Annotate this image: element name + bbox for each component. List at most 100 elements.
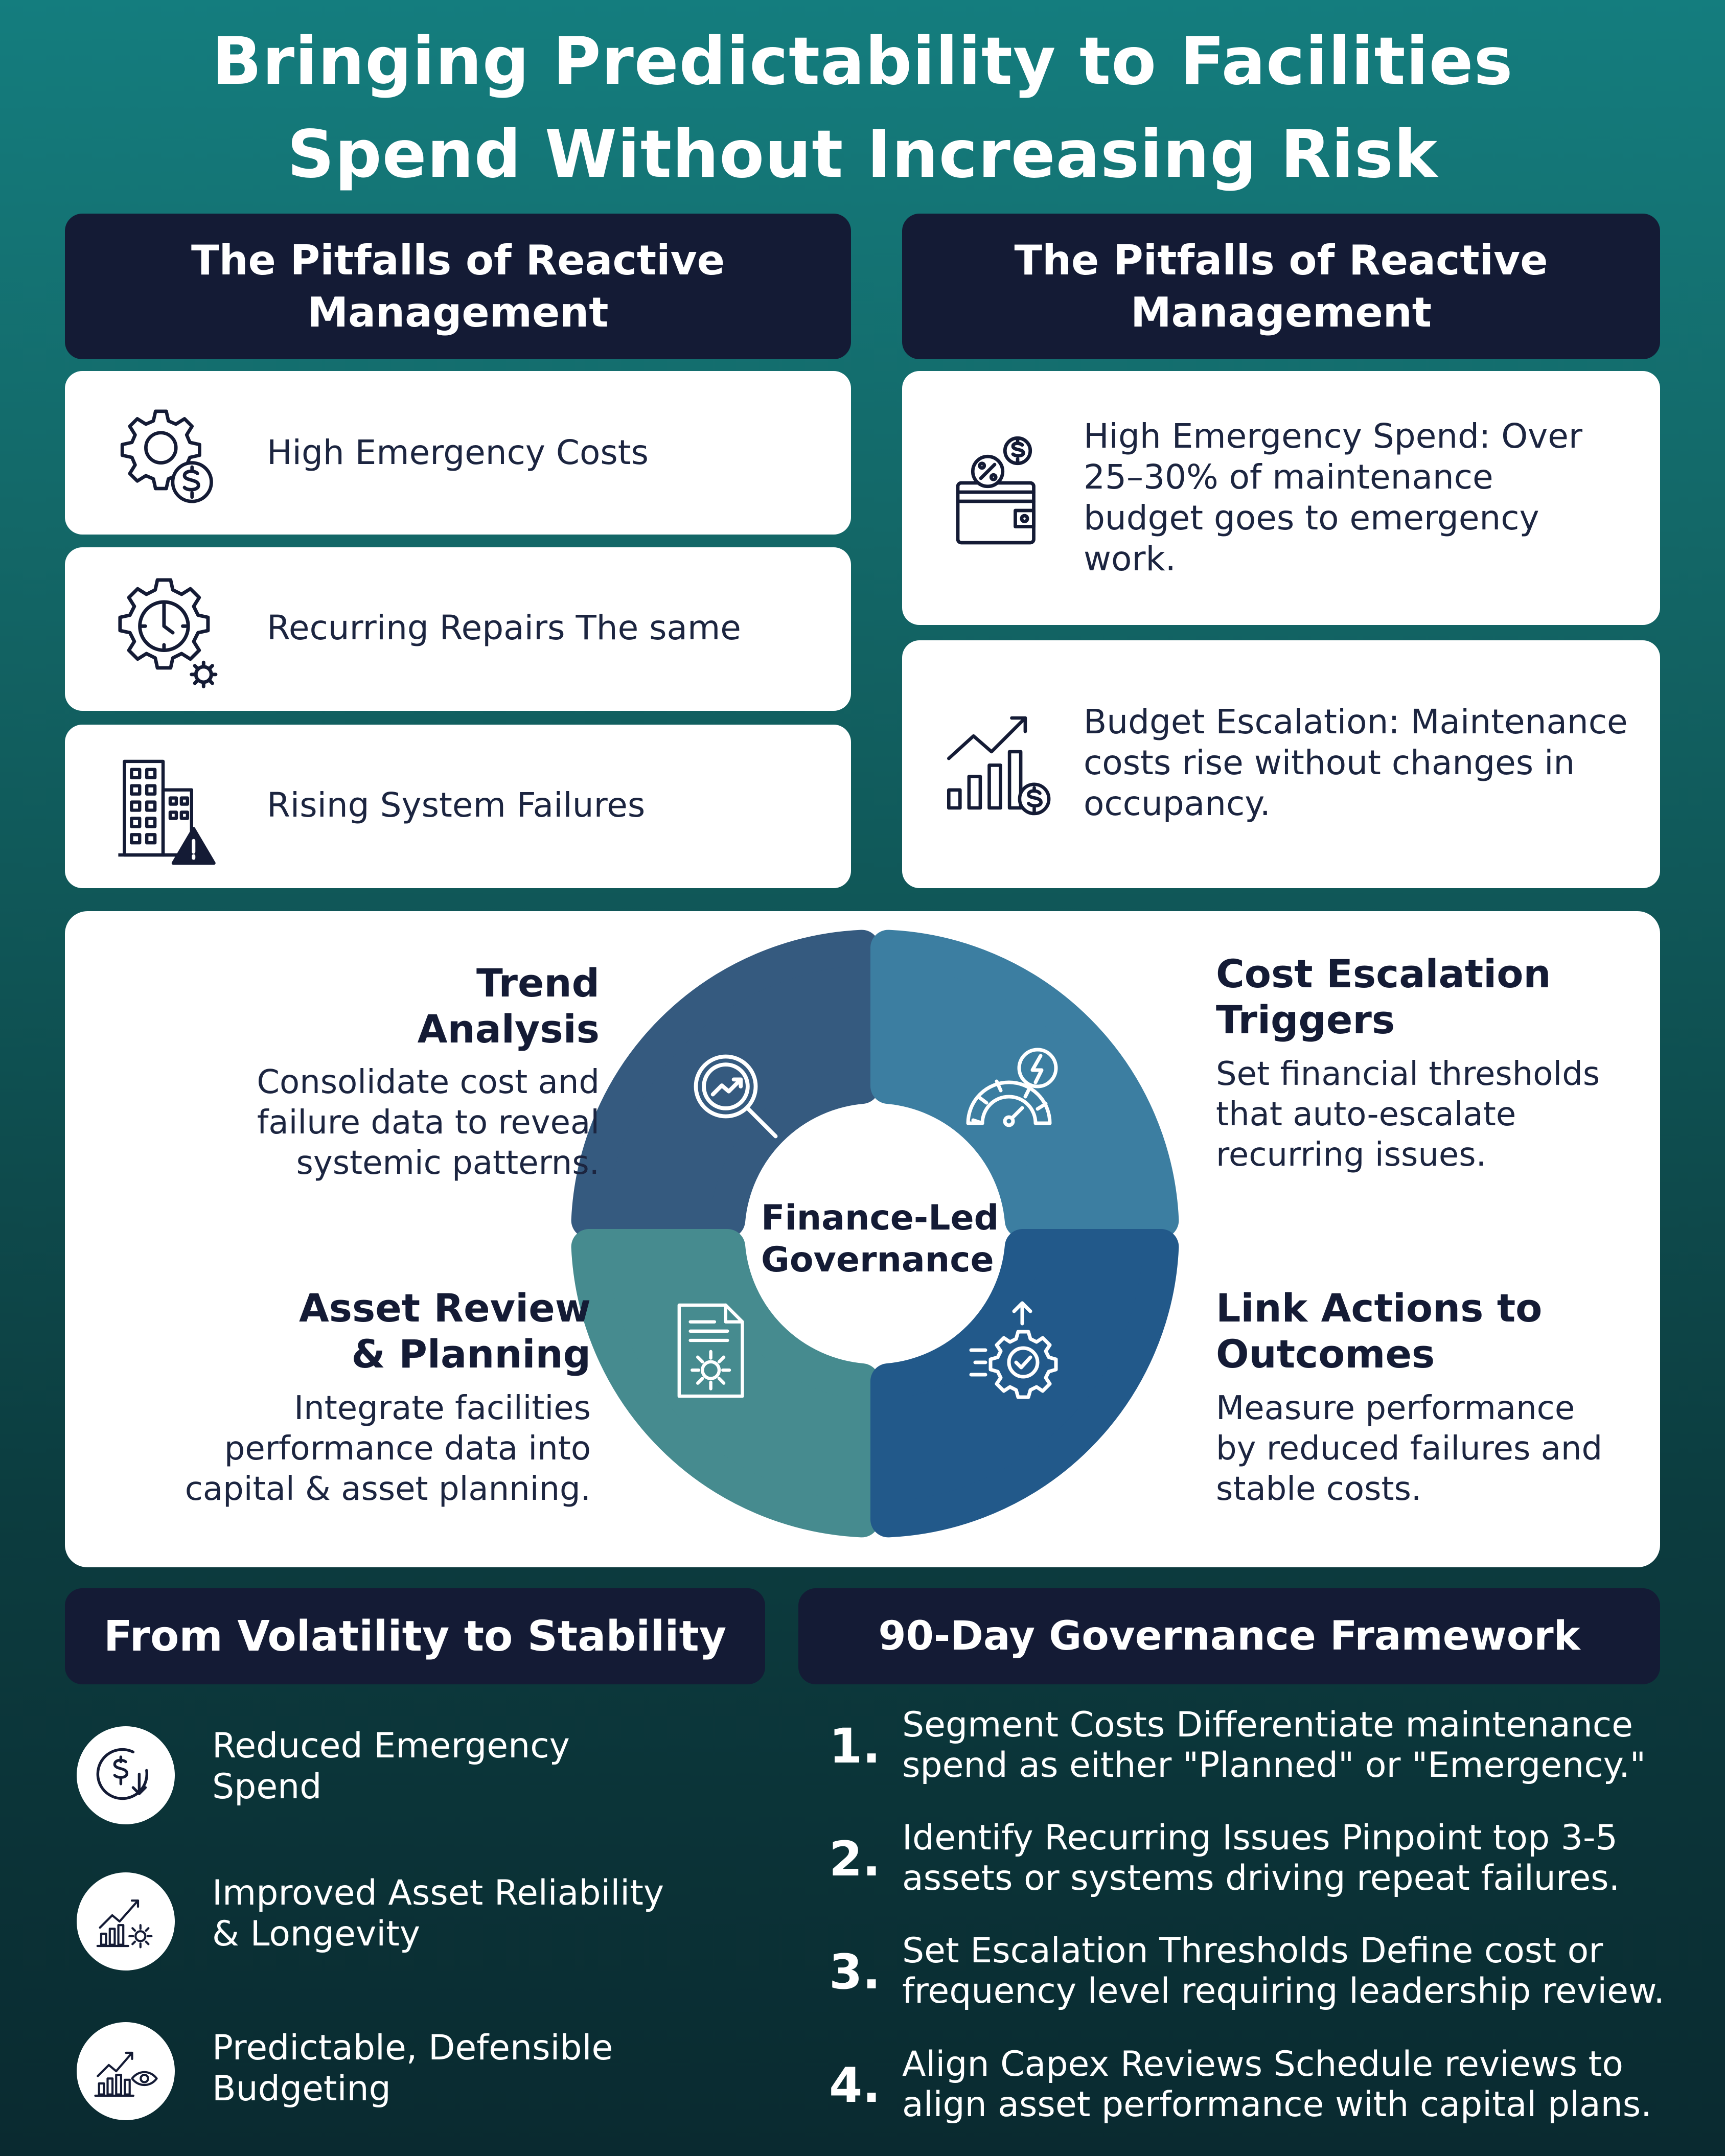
pitfall-description: Budget Escalation: Maintenance costs ris… — [1084, 702, 1628, 824]
quadrant-description: Consolidate cost and failure data to rev… — [257, 1062, 600, 1184]
quadrant-title-line: Link Actions to — [1216, 1285, 1543, 1331]
quadrant-title-line: Asset Review — [298, 1285, 591, 1331]
step-number: 2. — [829, 1832, 881, 1887]
quadrant-title-line: Outcomes — [1216, 1331, 1435, 1377]
step-text-line: spend as either "Planned" or "Emergency.… — [902, 1745, 1646, 1786]
benefit-text: Reduced Emergency Spend — [212, 1726, 570, 1807]
right-pitfalls-header-line-2: Management — [1131, 288, 1432, 336]
pitfall-card-recurring-repairs: Recurring Repairs The same — [65, 547, 851, 711]
page-title-line-2: Spend Without Increasing Risk — [287, 117, 1438, 193]
pitfall-description-line: costs rise without changes in — [1084, 743, 1575, 782]
pitfall-label: Recurring Repairs The same — [267, 608, 741, 647]
benefit-text-line: Budgeting — [212, 2069, 391, 2109]
pitfall-card-high-emergency-spend: High Emergency Spend: Over 25–30% of mai… — [902, 371, 1660, 625]
framework-header-text: 90-Day Governance Framework — [878, 1613, 1580, 1659]
framework-header: 90-Day Governance Framework — [798, 1588, 1660, 1684]
wallet-percent-icon — [953, 432, 1045, 547]
quadrant-description-line: stable costs. — [1216, 1470, 1422, 1508]
step-number: 4. — [829, 2058, 881, 2114]
quadrant-description-line: Integrate facilities — [294, 1389, 591, 1427]
quadrant-title-line: Triggers — [1216, 997, 1395, 1042]
quadrant-title: Trend Analysis — [257, 960, 600, 1052]
governance-panel: Finance-Led Governance Trend Analysis Co… — [65, 911, 1660, 1567]
stability-header-text: From Volatility to Stability — [103, 1612, 727, 1661]
step-text-line: Segment Costs Differentiate maintenance — [902, 1705, 1633, 1745]
governance-center-line-1: Finance-Led — [761, 1198, 999, 1238]
gauge-alert-icon — [962, 1041, 1064, 1144]
quadrant-title-line: & Planning — [351, 1331, 591, 1377]
quadrant-title-line: Trend — [476, 960, 600, 1006]
quadrant-description-line: performance data into — [224, 1430, 591, 1468]
benefit-text-line: & Longevity — [212, 1914, 421, 1954]
quadrant-description-line: systemic patterns. — [296, 1144, 600, 1182]
pitfall-card-high-emergency-costs: High Emergency Costs — [65, 371, 851, 535]
growth-chart-dollar-icon — [943, 707, 1058, 819]
benefit-icon-circle — [77, 1726, 175, 1824]
stability-header: From Volatility to Stability — [65, 1588, 765, 1684]
benefit-text-line: Reduced Emergency — [212, 1726, 570, 1766]
quadrant-description-line: recurring issues. — [1216, 1136, 1486, 1174]
chart-gear-icon — [95, 1891, 156, 1952]
building-warning-icon — [116, 755, 218, 865]
benefit-text-line: Spend — [212, 1767, 322, 1807]
quadrant-description: Measure performance by reduced failures … — [1216, 1388, 1602, 1510]
benefit-text: Predictable, Defensible Budgeting — [212, 2028, 613, 2109]
step-text: Align Capex Reviews Schedule reviews to … — [902, 2044, 1652, 2125]
step-text-line: frequency level requiring leadership rev… — [902, 1971, 1665, 2011]
pitfall-description-line: budget goes to emergency — [1084, 498, 1539, 538]
document-gear-icon — [660, 1300, 757, 1402]
benefit-text: Improved Asset Reliability & Longevity — [212, 1873, 664, 1955]
left-pitfalls-header: The Pitfalls of Reactive Management — [65, 214, 851, 359]
page-title: Bringing Predictability to Facilities Sp… — [0, 15, 1725, 201]
pitfall-description-line: occupancy. — [1084, 784, 1271, 823]
pitfall-description-line: work. — [1084, 539, 1176, 578]
pitfall-card-budget-escalation: Budget Escalation: Maintenance costs ris… — [902, 640, 1660, 888]
right-pitfalls-header: The Pitfalls of Reactive Management — [902, 214, 1660, 359]
step-text-line: Align Capex Reviews Schedule reviews to — [902, 2044, 1623, 2084]
page-title-line-1: Bringing Predictability to Facilities — [212, 24, 1513, 100]
governance-center-label: Finance-Led Governance — [761, 1197, 999, 1281]
quadrant-text-cost-escalation: Cost Escalation Triggers Set financial t… — [1216, 951, 1600, 1175]
dollar-down-icon — [95, 1745, 156, 1806]
quadrant-title-line: Cost Escalation — [1216, 951, 1551, 996]
quadrant-description: Integrate facilities performance data in… — [185, 1388, 591, 1510]
gear-dollar-icon — [113, 403, 223, 510]
quadrant-description-line: capital & asset planning. — [185, 1470, 591, 1508]
step-text-line: Set Escalation Thresholds Define cost or — [902, 1931, 1603, 1971]
benefit-text-line: Predictable, Defensible — [212, 2028, 613, 2068]
pitfall-label: Rising System Failures — [267, 785, 646, 825]
pitfall-description: High Emergency Spend: Over 25–30% of mai… — [1084, 416, 1582, 579]
benefit-icon-circle — [77, 1872, 175, 1970]
quadrant-description-line: that auto-escalate — [1216, 1096, 1516, 1133]
quadrant-trend-analysis — [571, 930, 880, 1239]
quadrant-description-line: by reduced failures and — [1216, 1430, 1603, 1468]
pitfall-card-rising-system-failures: Rising System Failures — [65, 725, 851, 888]
pitfall-label: High Emergency Costs — [267, 433, 649, 472]
gear-check-icon — [967, 1297, 1069, 1399]
quadrant-description-line: Set financial thresholds — [1216, 1055, 1600, 1093]
step-number: 1. — [829, 1719, 881, 1774]
benefit-icon-circle — [77, 2022, 175, 2120]
quadrant-text-asset-review: Asset Review & Planning Integrate facili… — [185, 1285, 591, 1510]
quadrant-description-line: Measure performance — [1216, 1389, 1575, 1427]
quadrant-asset-review — [571, 1228, 880, 1538]
pitfall-description-line: Budget Escalation: Maintenance — [1084, 702, 1628, 741]
step-text: Set Escalation Thresholds Define cost or… — [902, 1931, 1665, 2011]
quadrant-description-line: failure data to reveal — [257, 1104, 600, 1142]
governance-center-line-2: Governance — [761, 1240, 994, 1280]
quadrant-text-link-actions: Link Actions to Outcomes Measure perform… — [1216, 1285, 1602, 1510]
left-pitfalls-header-line-1: The Pitfalls of Reactive — [191, 236, 725, 284]
quadrant-description-line: Consolidate cost and — [257, 1063, 600, 1101]
quadrant-title: Link Actions to Outcomes — [1216, 1285, 1602, 1377]
quadrant-title-line: Analysis — [417, 1006, 600, 1052]
left-pitfalls-header-line-2: Management — [307, 288, 609, 336]
right-pitfalls-header-line-1: The Pitfalls of Reactive — [1014, 236, 1548, 284]
quadrant-link-actions — [870, 1228, 1179, 1538]
step-text-line: align asset performance with capital pla… — [902, 2084, 1652, 2125]
quadrant-description: Set financial thresholds that auto-escal… — [1216, 1054, 1600, 1175]
step-text-line: Identify Recurring Issues Pinpoint top 3… — [902, 1818, 1618, 1858]
step-text-line: assets or systems driving repeat failure… — [902, 1858, 1620, 1898]
step-text: Identify Recurring Issues Pinpoint top 3… — [902, 1818, 1620, 1898]
pitfall-description-line: High Emergency Spend: Over — [1084, 416, 1582, 456]
benefit-text-line: Improved Asset Reliability — [212, 1873, 664, 1913]
